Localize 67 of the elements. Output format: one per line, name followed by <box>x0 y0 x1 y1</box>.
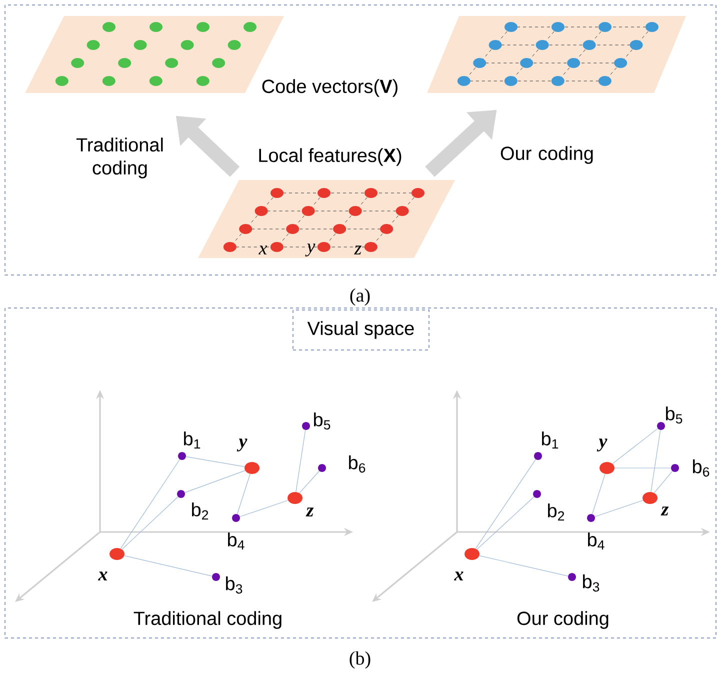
point-label: y <box>596 438 608 452</box>
connector-line <box>650 430 661 492</box>
point-label: b$_{3}$ <box>226 576 242 594</box>
feature-point <box>244 462 260 474</box>
feature-plane-drawing <box>198 180 455 258</box>
connector-line <box>186 456 245 467</box>
edge-label: Traditional coding <box>76 138 163 178</box>
feature-point <box>288 492 302 504</box>
point-label: b$_{6}$ <box>693 459 710 477</box>
basis-point <box>177 490 185 498</box>
connector-line <box>236 474 250 514</box>
point-label: b$_{4}$ <box>228 532 244 550</box>
plane-label: Local features(X) <box>259 148 402 166</box>
title-box: Visual space <box>292 309 430 351</box>
connector-line <box>296 430 306 492</box>
text-label: Code vectors(V) <box>262 79 398 97</box>
point-label: x <box>454 572 464 580</box>
point-label: x <box>258 246 268 254</box>
connector-line <box>592 474 606 514</box>
connector-line <box>184 470 246 493</box>
basis-point <box>671 464 679 472</box>
basis-point <box>302 422 310 430</box>
basis-point <box>318 464 326 472</box>
point-label: z <box>660 506 669 516</box>
connector-line <box>594 500 644 517</box>
point-label: b$_{2}$ <box>192 502 208 520</box>
feature-point <box>464 548 480 560</box>
connector-line <box>299 470 320 494</box>
connector-line <box>479 555 568 576</box>
basis-point <box>232 514 240 522</box>
feature-point <box>110 548 124 560</box>
point-label: b$_{4}$ <box>588 532 604 550</box>
panel-label: (a) <box>350 288 370 306</box>
basis-point <box>534 452 542 460</box>
point-label: z <box>354 246 362 254</box>
feature-plane-drawing <box>427 16 686 93</box>
connector-line <box>122 496 178 550</box>
point-label: b$_{6}$ <box>349 455 366 473</box>
connector-line <box>476 496 534 550</box>
connector-line <box>240 500 288 517</box>
point-label: b$_{5}$ <box>666 406 682 424</box>
point-label: b$_{2}$ <box>548 503 564 521</box>
point-label: b$_{1}$ <box>542 432 558 448</box>
connector-line <box>654 470 673 494</box>
basis-point <box>212 573 220 581</box>
point-label: b$_{1}$ <box>184 432 200 448</box>
edge-label: Our coding <box>500 146 593 164</box>
basis-point <box>587 514 595 522</box>
basis-point <box>178 452 186 460</box>
panel-label: (b) <box>350 651 370 669</box>
plot-caption: Traditional coding <box>134 611 282 629</box>
plot-caption: Our coding <box>517 611 608 629</box>
point-label: z <box>306 508 314 516</box>
connector-line <box>120 459 180 549</box>
feature-point <box>600 462 614 474</box>
point-label: b$_{5}$ <box>314 412 330 430</box>
basis-point <box>533 490 541 498</box>
point-label: y <box>305 244 316 256</box>
connector-line <box>124 555 212 576</box>
basis-point <box>568 573 576 581</box>
connector-line <box>475 459 536 549</box>
feature-point <box>642 492 658 504</box>
point-label: b$_{3}$ <box>583 574 600 592</box>
point-label: x <box>98 572 108 580</box>
basis-point <box>657 422 665 430</box>
connector-line <box>612 428 658 464</box>
point-label: y <box>236 438 248 452</box>
